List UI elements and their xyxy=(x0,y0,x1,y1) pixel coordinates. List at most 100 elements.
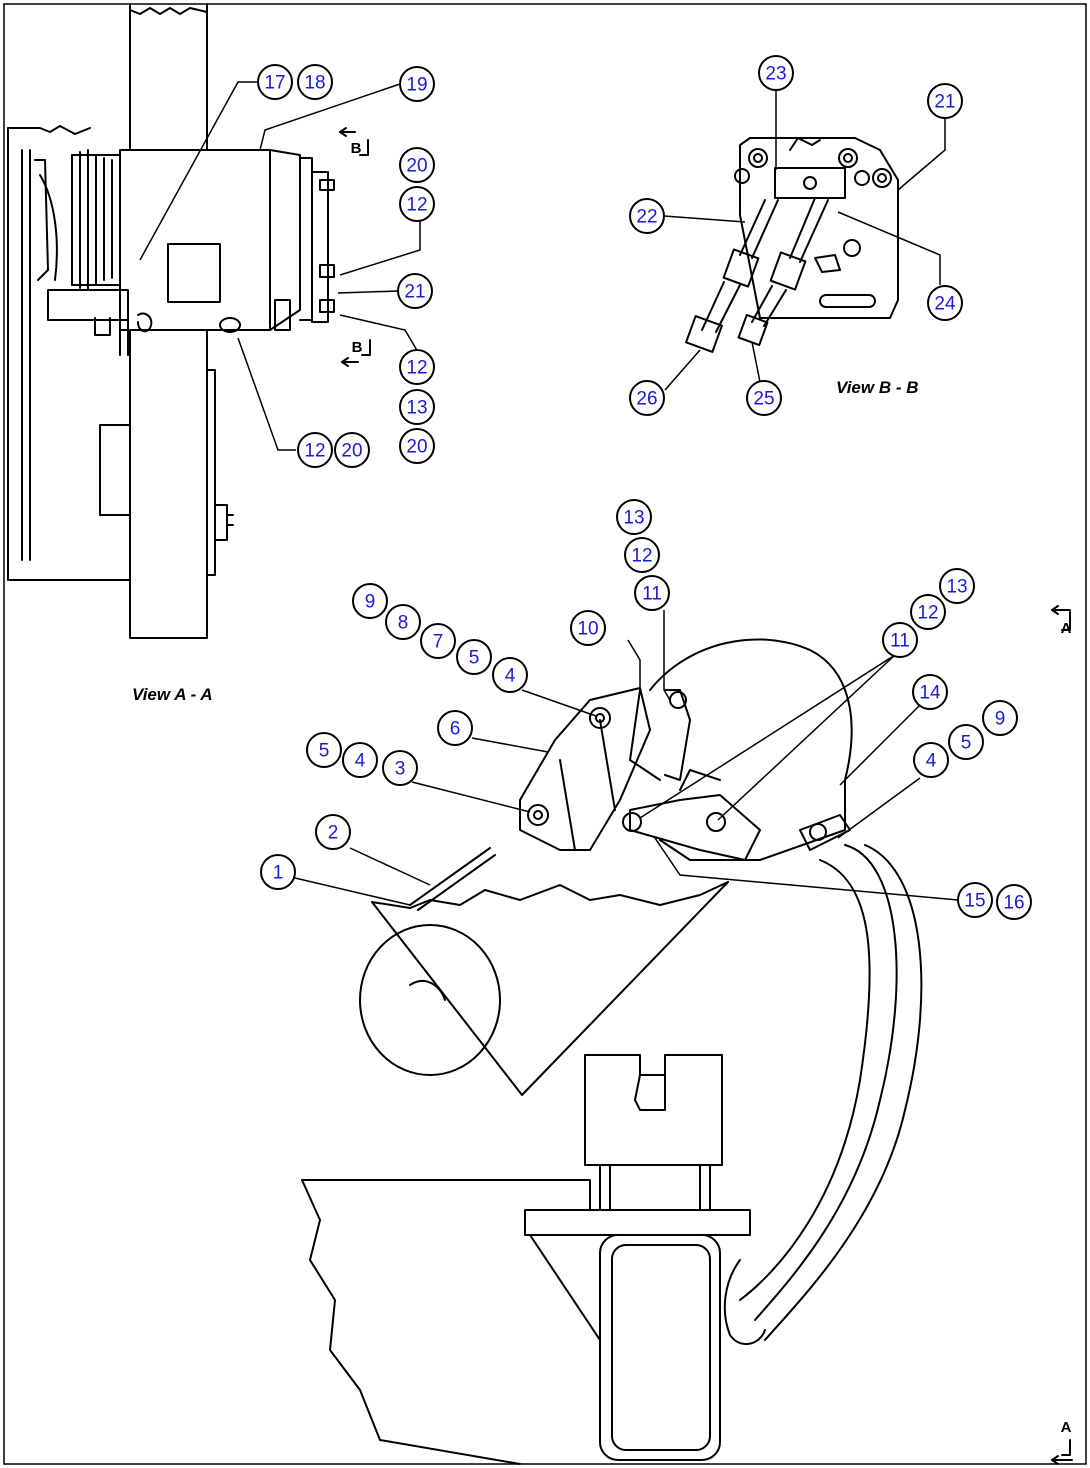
callout-circle xyxy=(399,147,435,183)
view-a-leaders xyxy=(139,81,421,451)
callout-number: 25 xyxy=(753,389,774,410)
callout-12: 12 xyxy=(399,349,435,385)
callout-number: 21 xyxy=(934,92,955,113)
callout-20: 20 xyxy=(334,432,370,468)
callout-9: 9 xyxy=(982,700,1018,736)
callout-2: 2 xyxy=(315,814,351,850)
callout-number: 12 xyxy=(631,546,652,567)
callout-20: 20 xyxy=(399,428,435,464)
callout-circle xyxy=(616,499,652,535)
callout-5: 5 xyxy=(306,732,342,768)
callout-number: 11 xyxy=(890,631,910,652)
section-letter-a-bottom: A xyxy=(1061,1419,1072,1436)
callout-circle xyxy=(758,55,794,91)
callout-circle xyxy=(342,742,378,778)
callout-number: 7 xyxy=(433,632,444,653)
callout-circle xyxy=(629,380,665,416)
callout-17: 17 xyxy=(257,64,293,100)
callout-1: 1 xyxy=(260,854,296,890)
callout-number: 10 xyxy=(577,619,598,640)
section-letter-b-top: B xyxy=(351,140,362,157)
callout-7: 7 xyxy=(420,623,456,659)
callout-5: 5 xyxy=(456,639,492,675)
callout-circle xyxy=(297,432,333,468)
callout-number: 9 xyxy=(995,709,1006,730)
callout-number: 3 xyxy=(395,759,406,780)
callout-number: 6 xyxy=(450,719,461,740)
callout-15: 15 xyxy=(957,882,993,918)
callout-number: 20 xyxy=(406,156,427,177)
callout-circle xyxy=(912,674,948,710)
callout-number: 5 xyxy=(961,733,972,754)
callout-number: 9 xyxy=(365,592,376,613)
callout-circle xyxy=(570,610,606,646)
callout-12: 12 xyxy=(910,594,946,630)
callout-circle xyxy=(927,285,963,321)
callout-13: 13 xyxy=(399,389,435,425)
callout-23: 23 xyxy=(758,55,794,91)
callout-circle xyxy=(882,622,918,658)
callout-circle xyxy=(399,428,435,464)
callout-number: 21 xyxy=(404,282,425,303)
callout-circle xyxy=(624,537,660,573)
callout-21: 21 xyxy=(397,273,433,309)
main-view-leaders xyxy=(294,610,959,906)
callout-number: 11 xyxy=(642,584,662,605)
callout-number: 13 xyxy=(946,577,967,598)
main-view-drawing xyxy=(301,605,1073,1465)
callout-24: 24 xyxy=(927,285,963,321)
callout-circle xyxy=(257,64,293,100)
callout-circle xyxy=(927,83,963,119)
callout-number: 12 xyxy=(406,358,427,379)
callout-number: 24 xyxy=(934,294,956,315)
section-letter-b-bottom: B xyxy=(352,339,363,356)
frame-border xyxy=(3,3,1087,1465)
callout-number: 13 xyxy=(623,508,644,529)
callout-circle xyxy=(306,732,342,768)
callout-circle xyxy=(420,623,456,659)
callout-4: 4 xyxy=(913,742,949,778)
callout-4: 4 xyxy=(492,657,528,693)
callout-3: 3 xyxy=(382,750,418,786)
callout-number: 23 xyxy=(765,64,786,85)
callout-number: 18 xyxy=(304,73,325,94)
callout-circle xyxy=(399,389,435,425)
callout-12: 12 xyxy=(624,537,660,573)
callout-21: 21 xyxy=(927,83,963,119)
callout-number: 26 xyxy=(636,389,657,410)
callout-11: 11 xyxy=(634,575,670,611)
callout-circle xyxy=(492,657,528,693)
callout-circle xyxy=(334,432,370,468)
callout-16: 16 xyxy=(996,884,1032,920)
callout-number: 4 xyxy=(505,666,516,687)
callout-number: 12 xyxy=(304,441,325,462)
callout-18: 18 xyxy=(297,64,333,100)
section-letter-a-top: A xyxy=(1061,620,1072,637)
callout-13: 13 xyxy=(616,499,652,535)
callout-number: 20 xyxy=(341,441,362,462)
callout-circle xyxy=(456,639,492,675)
callout-circle xyxy=(982,700,1018,736)
callout-circle xyxy=(352,583,388,619)
callout-circle xyxy=(399,66,435,102)
callout-circle xyxy=(399,349,435,385)
callout-circle xyxy=(297,64,333,100)
callout-circle xyxy=(913,742,949,778)
callout-number: 2 xyxy=(328,823,339,844)
callout-number: 1 xyxy=(273,863,284,884)
callout-number: 15 xyxy=(964,891,985,912)
callout-circle xyxy=(629,198,665,234)
callout-circle xyxy=(996,884,1032,920)
callout-26: 26 xyxy=(629,380,665,416)
callout-number: 4 xyxy=(926,751,937,772)
callout-number: 8 xyxy=(398,613,409,634)
callout-circle xyxy=(437,710,473,746)
callout-number: 5 xyxy=(469,648,480,669)
callout-circle xyxy=(948,724,984,760)
callout-circle xyxy=(399,186,435,222)
callout-circle xyxy=(957,882,993,918)
callout-circle xyxy=(382,750,418,786)
